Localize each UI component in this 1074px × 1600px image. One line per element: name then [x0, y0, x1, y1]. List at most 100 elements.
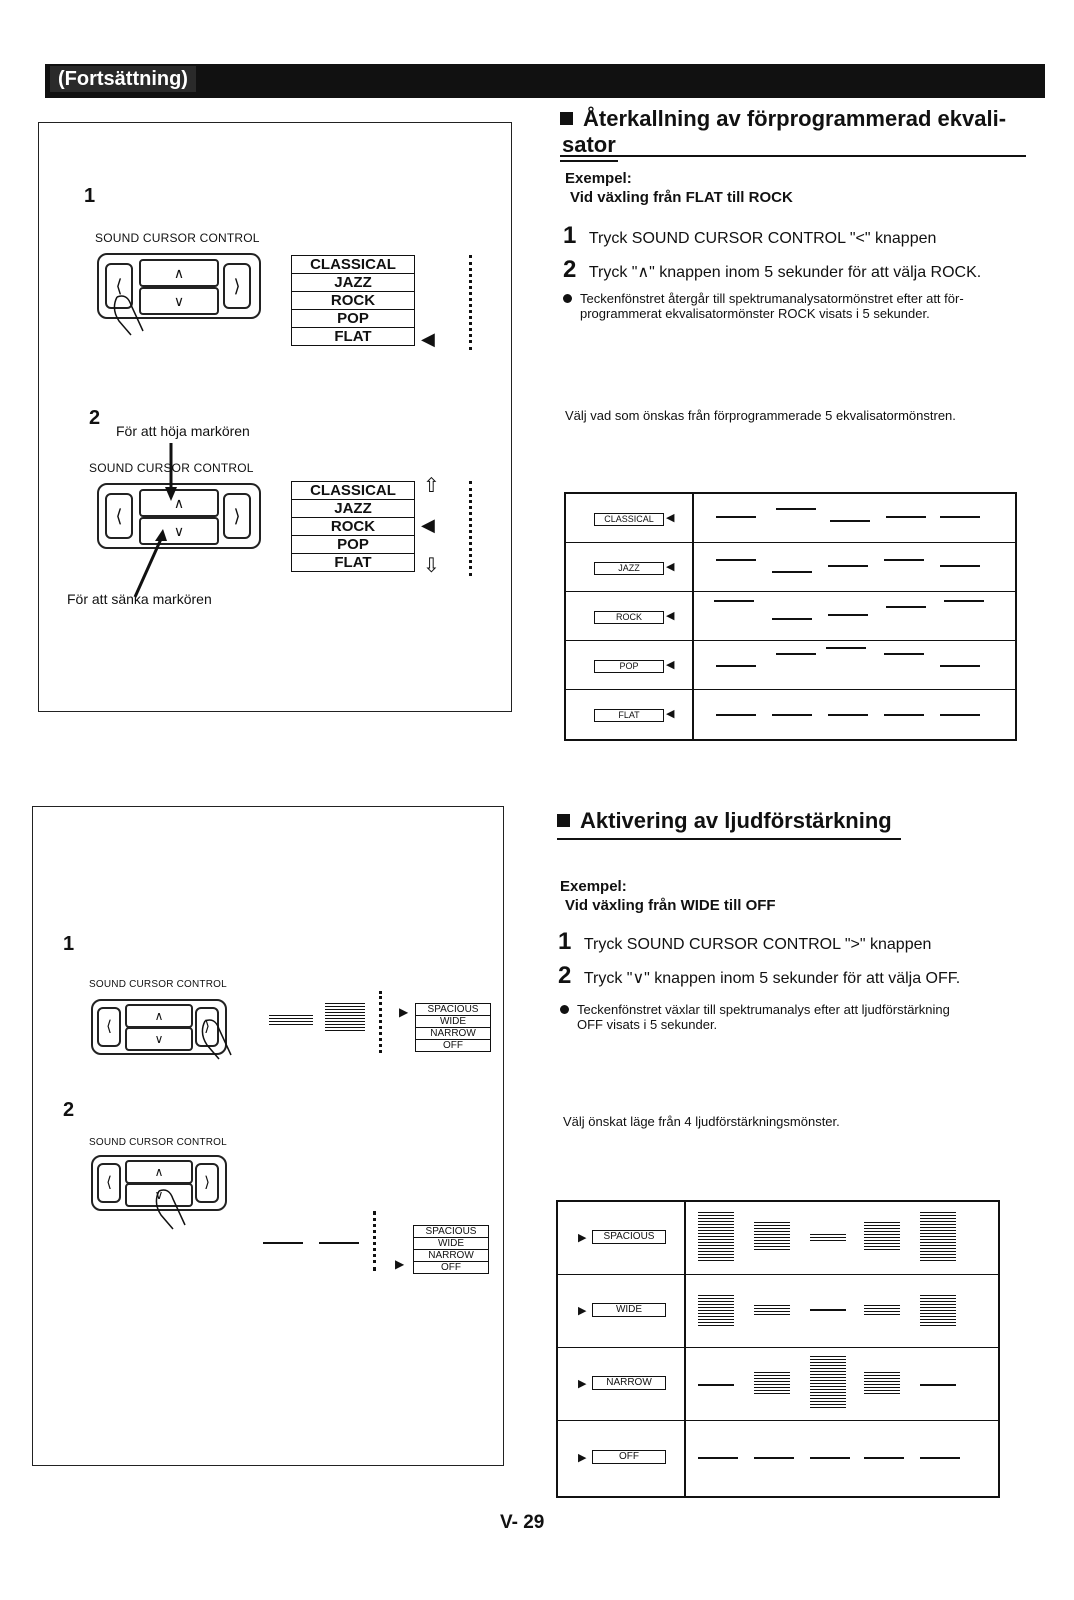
- enh-example-label: Exempel:: [560, 878, 627, 895]
- left-pointing-triangle-icon: ◀: [666, 708, 675, 720]
- enh-example-text: Vid växling från WIDE till OFF: [565, 897, 776, 914]
- eq-note: Teckenfönstret återgår till spektrumanal…: [563, 291, 1043, 321]
- eq-section-title: Återkallning av förprogrammerad ekvali-: [560, 106, 1040, 132]
- eq-table-divider: [692, 494, 694, 739]
- header-bar: [45, 64, 1045, 98]
- level-ticks-2: [469, 481, 477, 576]
- display-pattern-1: [269, 1015, 313, 1027]
- preset-narrow-2: NARROW: [414, 1250, 488, 1262]
- preset-wide: WIDE: [416, 1016, 490, 1028]
- bullet-icon: [560, 1005, 569, 1014]
- off-pattern-dash-1: [263, 1242, 303, 1244]
- eq-row-rock: ROCK ◀: [566, 592, 1015, 641]
- eq-pattern-table: CLASSICAL ◀ JAZZ ◀ ROCK ◀ POP ◀ FLAT ◀: [564, 492, 1017, 741]
- preset-classical-2: CLASSICAL: [292, 482, 414, 500]
- enh-left-button[interactable]: ⟨: [97, 1007, 121, 1047]
- preset-flat: FLAT: [334, 328, 372, 345]
- left-pointing-triangle-icon: ◀: [666, 561, 675, 573]
- continuation-label: (Fortsättning): [50, 66, 196, 92]
- preset-classical: CLASSICAL: [292, 256, 414, 274]
- display-pattern-2: [325, 1003, 365, 1033]
- left-pointing-triangle-icon: ◀: [421, 329, 435, 349]
- illus-step1-number: 1: [84, 185, 96, 207]
- enh-section-title: Aktivering av ljudförstärkning: [557, 808, 892, 834]
- enh-right-button-2[interactable]: ⟩: [195, 1163, 219, 1203]
- enh-left-button-2[interactable]: ⟨: [97, 1163, 121, 1203]
- eq-label-rock: ROCK: [594, 611, 664, 624]
- eq-row-classical: CLASSICAL ◀: [566, 494, 1015, 543]
- right-pointing-triangle-icon: ▶: [578, 1378, 587, 1390]
- remote-label: SOUND CURSOR CONTROL: [95, 231, 260, 245]
- enh-title-underline: [557, 838, 901, 840]
- enh-illus-step1-number: 1: [63, 933, 75, 955]
- level-ticks-enh-2: [373, 1211, 381, 1271]
- raise-cursor-text: För att höja markören: [116, 423, 250, 439]
- down-button[interactable]: ∨: [139, 287, 219, 315]
- enh-up-button[interactable]: ∧: [125, 1004, 193, 1028]
- enh-remote-label-2: SOUND CURSOR CONTROL: [89, 1137, 227, 1148]
- black-square-icon: [557, 814, 570, 827]
- sound-cursor-remote: ⟨ ∧ ∨ ⟩: [97, 253, 261, 319]
- up-button[interactable]: ∧: [139, 259, 219, 287]
- enh-label-wide: WIDE: [592, 1303, 666, 1317]
- finger-press-icon: [113, 295, 144, 336]
- down-button-2[interactable]: ∨: [139, 517, 219, 545]
- preset-spacious-2: SPACIOUS: [414, 1226, 488, 1238]
- enh-step2: 2 Tryck "∨" knappen inom 5 sekunder för …: [558, 962, 961, 989]
- left-pointing-triangle-icon: ◀: [666, 659, 675, 671]
- eq-preset-list-2: CLASSICAL JAZZ ROCK POP FLAT: [291, 481, 415, 572]
- preset-rock-2: ROCK: [292, 518, 414, 536]
- enh-down-button[interactable]: ∨: [125, 1027, 193, 1051]
- right-pointing-triangle-icon: ▶: [395, 1257, 405, 1271]
- enh-up-button-2[interactable]: ∧: [125, 1160, 193, 1184]
- enh-down-button-2[interactable]: ∨: [125, 1183, 193, 1207]
- illus-step2-number: 2: [89, 407, 101, 429]
- left-pointing-triangle-icon: ◀: [666, 610, 675, 622]
- preset-jazz: JAZZ: [292, 274, 414, 292]
- eq-example-text: Vid växling från FLAT till ROCK: [570, 189, 793, 206]
- eq-row-pop: POP ◀: [566, 641, 1015, 690]
- eq-example-label: Exempel:: [565, 170, 632, 187]
- enh-note: Teckenfönstret växlar till spektrumanaly…: [560, 1002, 1040, 1032]
- eq-title-underline: [560, 155, 1026, 157]
- eq-preset-list: CLASSICAL JAZZ ROCK POP FLAT: [291, 255, 415, 346]
- eq-choose-text: Välj vad som önskas från förprogrammerad…: [565, 408, 956, 423]
- enh-label-off: OFF: [592, 1450, 666, 1464]
- eq-row-flat: FLAT ◀: [566, 690, 1015, 739]
- up-button-2[interactable]: ∧: [139, 489, 219, 517]
- right-button[interactable]: ⟩: [223, 263, 251, 309]
- enh-table-divider: [684, 1202, 686, 1496]
- enh-row-narrow: ▶ NARROW: [558, 1348, 998, 1421]
- hollow-down-arrow-icon: ⇩: [423, 555, 440, 577]
- preset-pop: POP: [292, 310, 414, 328]
- eq-step1: 1 Tryck SOUND CURSOR CONTROL "<" knappen: [563, 222, 937, 249]
- right-pointing-triangle-icon: ▶: [578, 1232, 587, 1244]
- level-ticks: [469, 255, 477, 350]
- left-button-2[interactable]: ⟨: [105, 493, 133, 539]
- finger-press-icon: [155, 1189, 186, 1230]
- enh-label-narrow: NARROW: [592, 1376, 666, 1390]
- right-pointing-triangle-icon: ▶: [399, 1005, 409, 1019]
- eq-row-jazz: JAZZ ◀: [566, 543, 1015, 592]
- finger-press-icon: [201, 1019, 232, 1060]
- left-pointing-triangle-icon: ◀: [421, 515, 435, 535]
- left-button[interactable]: ⟨: [105, 263, 133, 309]
- enh-step1: 1 Tryck SOUND CURSOR CONTROL ">" knappen: [558, 928, 932, 955]
- right-button-2[interactable]: ⟩: [223, 493, 251, 539]
- eq-step2: 2 Tryck "∧" knappen inom 5 sekunder för …: [563, 256, 982, 283]
- off-pattern-dash-2: [319, 1242, 359, 1244]
- eq-label-classical: CLASSICAL: [594, 513, 664, 526]
- enh-illustration-box: 1 SOUND CURSOR CONTROL ⟨ ∧ ∨ ⟩ SPACIOUS …: [32, 806, 504, 1466]
- black-square-icon: [560, 112, 573, 125]
- preset-wide-2: WIDE: [414, 1238, 488, 1250]
- level-ticks-enh: [379, 991, 387, 1053]
- eq-label-jazz: JAZZ: [594, 562, 664, 575]
- preset-rock: ROCK: [292, 292, 414, 310]
- preset-pop-2: POP: [292, 536, 414, 554]
- eq-label-flat: FLAT: [594, 709, 664, 722]
- sound-cursor-remote-2: ⟨ ∧ ∨ ⟩: [97, 483, 261, 549]
- enh-preset-list: SPACIOUS WIDE NARROW OFF: [415, 1003, 491, 1052]
- enh-row-off: ▶ OFF: [558, 1421, 998, 1496]
- eq-illustration-box: 1 SOUND CURSOR CONTROL ⟨ ∧ ∨ ⟩ CLASSICAL…: [38, 122, 512, 712]
- preset-off: OFF: [443, 1040, 463, 1051]
